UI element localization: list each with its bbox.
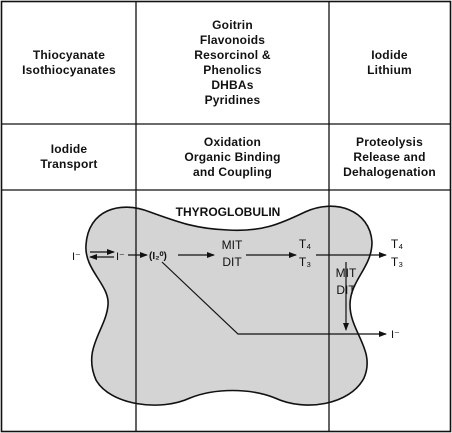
dit-label: DIT (222, 255, 242, 269)
t4-label: T₄ (299, 237, 311, 251)
mit-label: MIT (222, 238, 243, 252)
thyroglobulin-label: THYROGLOBULIN (176, 205, 281, 219)
t4-output-label: T₄ (391, 237, 403, 251)
oxidized-iodine-label: (I₂⁰) (149, 251, 167, 262)
t3-output-label: T₃ (391, 255, 403, 269)
iodide-output-label: I⁻ (391, 329, 400, 341)
mit-released-label: MIT (336, 266, 357, 280)
t3-label: T₃ (299, 255, 311, 269)
iodide-extracellular-label: I⁻ (72, 251, 81, 263)
iodide-intracellular-label: I⁻ (116, 251, 125, 263)
dit-released-label: DIT (336, 283, 356, 297)
